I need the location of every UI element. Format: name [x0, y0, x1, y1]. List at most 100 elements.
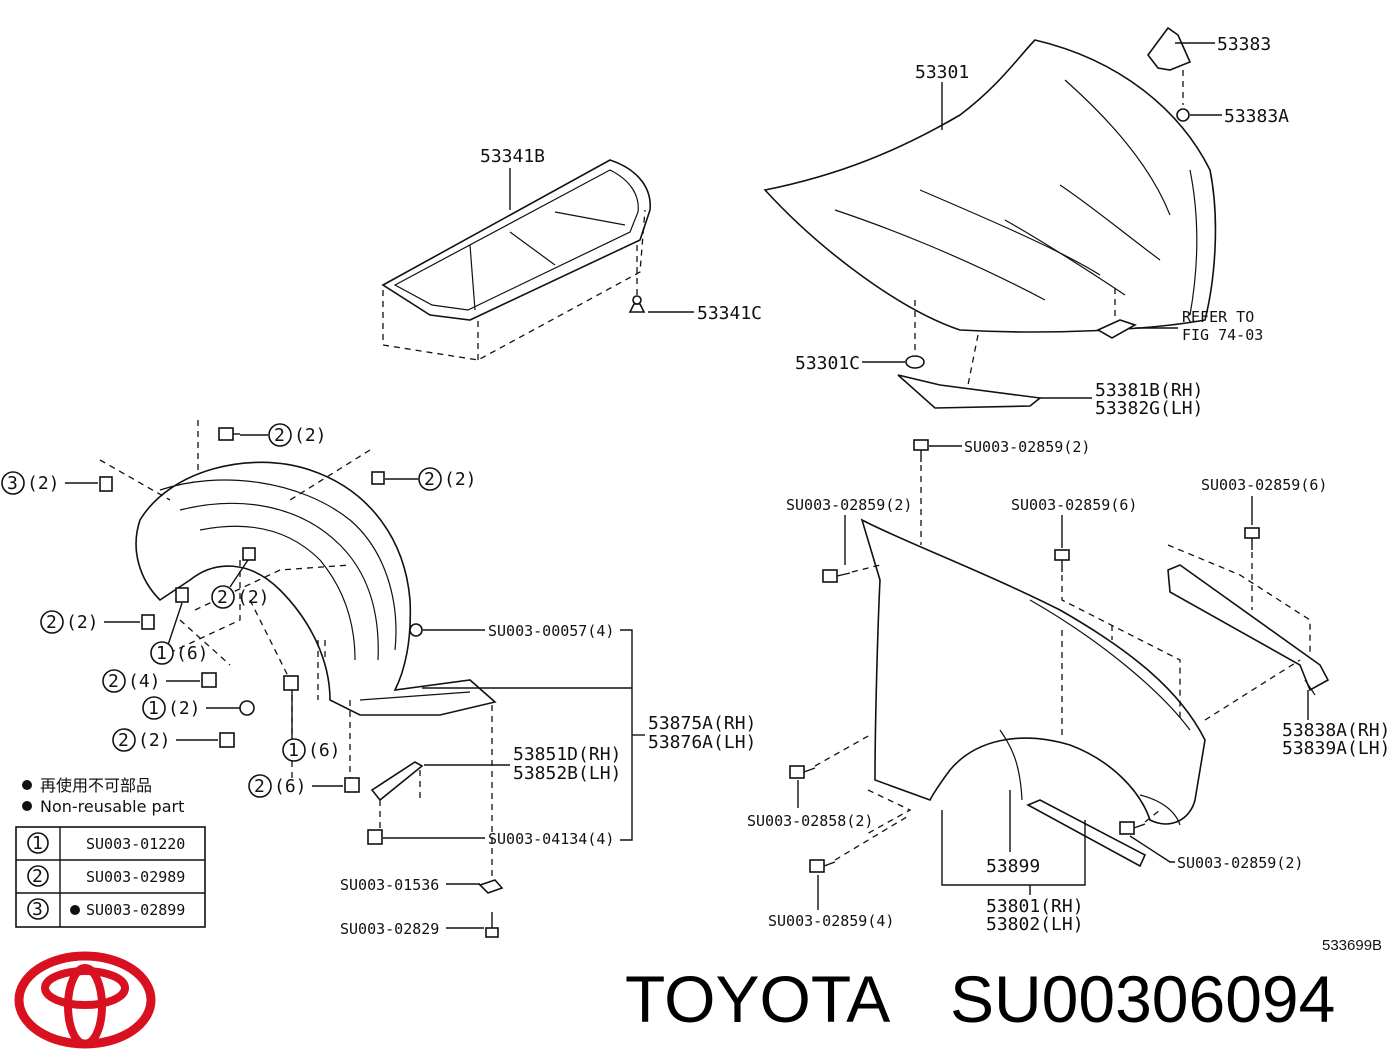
callout-bolt-lower-right: SU003-02859(2): [1177, 854, 1303, 872]
svg-text:3: 3: [32, 899, 43, 920]
svg-text:2: 2: [118, 730, 129, 751]
svg-text:(2): (2): [138, 730, 171, 751]
callout-hood-seal-lh: 53382G(LH): [1095, 398, 1203, 419]
hood-insulator[interactable]: [381, 159, 651, 321]
callout-bolt-top: SU003-02859(2): [964, 438, 1090, 456]
callout-hood-seal-rh: 53381B(RH): [1095, 380, 1203, 401]
svg-text:1: 1: [156, 643, 167, 664]
svg-text:1: 1: [32, 833, 43, 854]
brand-name: TOYOTA: [625, 962, 890, 1036]
bolt-icon-top[interactable]: [913, 439, 929, 462]
figure-code: 533699B: [1322, 937, 1382, 954]
svg-text:2: 2: [32, 866, 43, 887]
fastener-callout-g: 2 (4): [102, 669, 217, 693]
svg-text:(2): (2): [27, 473, 60, 494]
legend-jp: 再使用不可部品: [40, 776, 152, 795]
fastener-callout-b: 2 (2): [371, 467, 477, 491]
svg-text:(6): (6): [274, 776, 307, 797]
clip-icon[interactable]: [239, 700, 255, 716]
callout-hood-cushion: 53301C: [795, 353, 860, 374]
callout-hood-hinge: 53383: [1217, 34, 1271, 55]
clip-icon[interactable]: [218, 427, 240, 441]
clip-icon[interactable]: [219, 732, 235, 748]
callout-bracket-rh: 53838A(RH): [1282, 720, 1390, 741]
legend-row: 3 SU003-02899: [27, 898, 185, 920]
fastener-callout-h: 2 (2): [40, 610, 155, 634]
bolt-icon-lower-right[interactable]: [1119, 821, 1146, 835]
svg-text:3: 3: [7, 473, 18, 494]
hood-seal[interactable]: [897, 374, 1042, 409]
refer-to-line1: REFER TO: [1182, 308, 1254, 326]
fastener-callout-k: 1 (6): [282, 675, 341, 762]
refer-part-icon: [1096, 319, 1137, 339]
callout-hood: 53301: [915, 62, 969, 83]
legend-row: 1 SU003-01220: [27, 832, 185, 854]
callout-bolt-right: SU003-02859(6): [1201, 476, 1327, 494]
insulator-clip-icon[interactable]: [628, 295, 646, 313]
screw-icon[interactable]: [485, 912, 499, 938]
non-reusable-legend: 再使用不可部品 Non-reusable part: [22, 776, 184, 816]
clip-icon[interactable]: [99, 476, 113, 492]
hood-panel[interactable]: [763, 39, 1217, 333]
hood-hinge[interactable]: [1146, 26, 1192, 71]
svg-text:(2): (2): [444, 469, 477, 490]
callout-hood-hinge-bolt: 53383A: [1224, 106, 1289, 127]
svg-text:SU003-01220: SU003-01220: [86, 835, 185, 853]
bolt-icon-right[interactable]: [1244, 527, 1260, 550]
liner-seal[interactable]: [370, 761, 424, 802]
fender-liner[interactable]: [135, 461, 497, 716]
callout-screw-2829: SU003-02829: [340, 920, 439, 938]
svg-text:2: 2: [424, 469, 435, 490]
svg-text:(4): (4): [128, 671, 161, 692]
callout-fender-lh: 53802(LH): [986, 914, 1084, 935]
clip-icon[interactable]: [371, 471, 385, 485]
toyota-logo: [14, 951, 156, 1049]
callout-fender-seal: 53899: [986, 856, 1040, 877]
fastener-callout-l: 2 (6): [248, 774, 360, 798]
svg-text:2: 2: [217, 587, 228, 608]
fastener-callout-f: 1 (2): [142, 696, 255, 720]
fastener-callout-e: 1 (6): [150, 587, 209, 665]
callout-liner-clip-2: SU003-04134(4): [488, 830, 614, 848]
bolt-icon-bottom[interactable]: [809, 859, 836, 873]
svg-text:SU003-02989: SU003-02989: [86, 868, 185, 886]
clip-icon[interactable]: [201, 672, 217, 688]
callout-liner-rh: 53875A(RH): [648, 713, 756, 734]
svg-text:(2): (2): [294, 425, 327, 446]
hood-cushion-icon[interactable]: [905, 355, 925, 369]
front-fender[interactable]: [860, 518, 1206, 826]
bolt-icon-left[interactable]: [822, 569, 851, 583]
bolt-icon-lower-left[interactable]: [789, 765, 816, 779]
svg-text:(6): (6): [176, 643, 209, 664]
nut-icon[interactable]: [478, 879, 504, 894]
refer-to-line2: FIG 74-03: [1182, 326, 1263, 344]
callout-liner-clip-1: SU003-00057(4): [488, 622, 614, 640]
fender-bracket[interactable]: [1167, 564, 1330, 696]
callout-bolt-mid: SU003-02859(6): [1011, 496, 1137, 514]
clip-icon[interactable]: [242, 547, 256, 561]
svg-text:2: 2: [108, 671, 119, 692]
liner-clip-icon-2[interactable]: [367, 829, 383, 845]
hinge-bolt-icon[interactable]: [1176, 108, 1190, 122]
svg-text:2: 2: [254, 776, 265, 797]
callout-liner-seal-lh: 53852B(LH): [513, 763, 621, 784]
callout-fender-rh: 53801(RH): [986, 896, 1084, 917]
svg-text:2: 2: [274, 425, 285, 446]
liner-clip-icon[interactable]: [409, 623, 423, 637]
clip-icon[interactable]: [283, 675, 299, 691]
clip-icon[interactable]: [141, 614, 155, 630]
bolt-icon-mid[interactable]: [1054, 549, 1070, 572]
callout-insulator-clip: 53341C: [697, 303, 762, 324]
fender-seal[interactable]: [1026, 799, 1147, 868]
svg-text:(2): (2): [66, 612, 99, 633]
legend-row: 2 SU003-02989: [27, 865, 185, 887]
clip-icon[interactable]: [175, 587, 189, 603]
clip-icon[interactable]: [344, 777, 360, 793]
fastener-callout-d: 2 (2): [211, 547, 270, 609]
svg-text:1: 1: [288, 740, 299, 761]
callout-bolt-lower-left: SU003-02858(2): [747, 812, 873, 830]
svg-text:(2): (2): [237, 587, 270, 608]
fastener-callout-c: 3 (2): [1, 471, 113, 495]
